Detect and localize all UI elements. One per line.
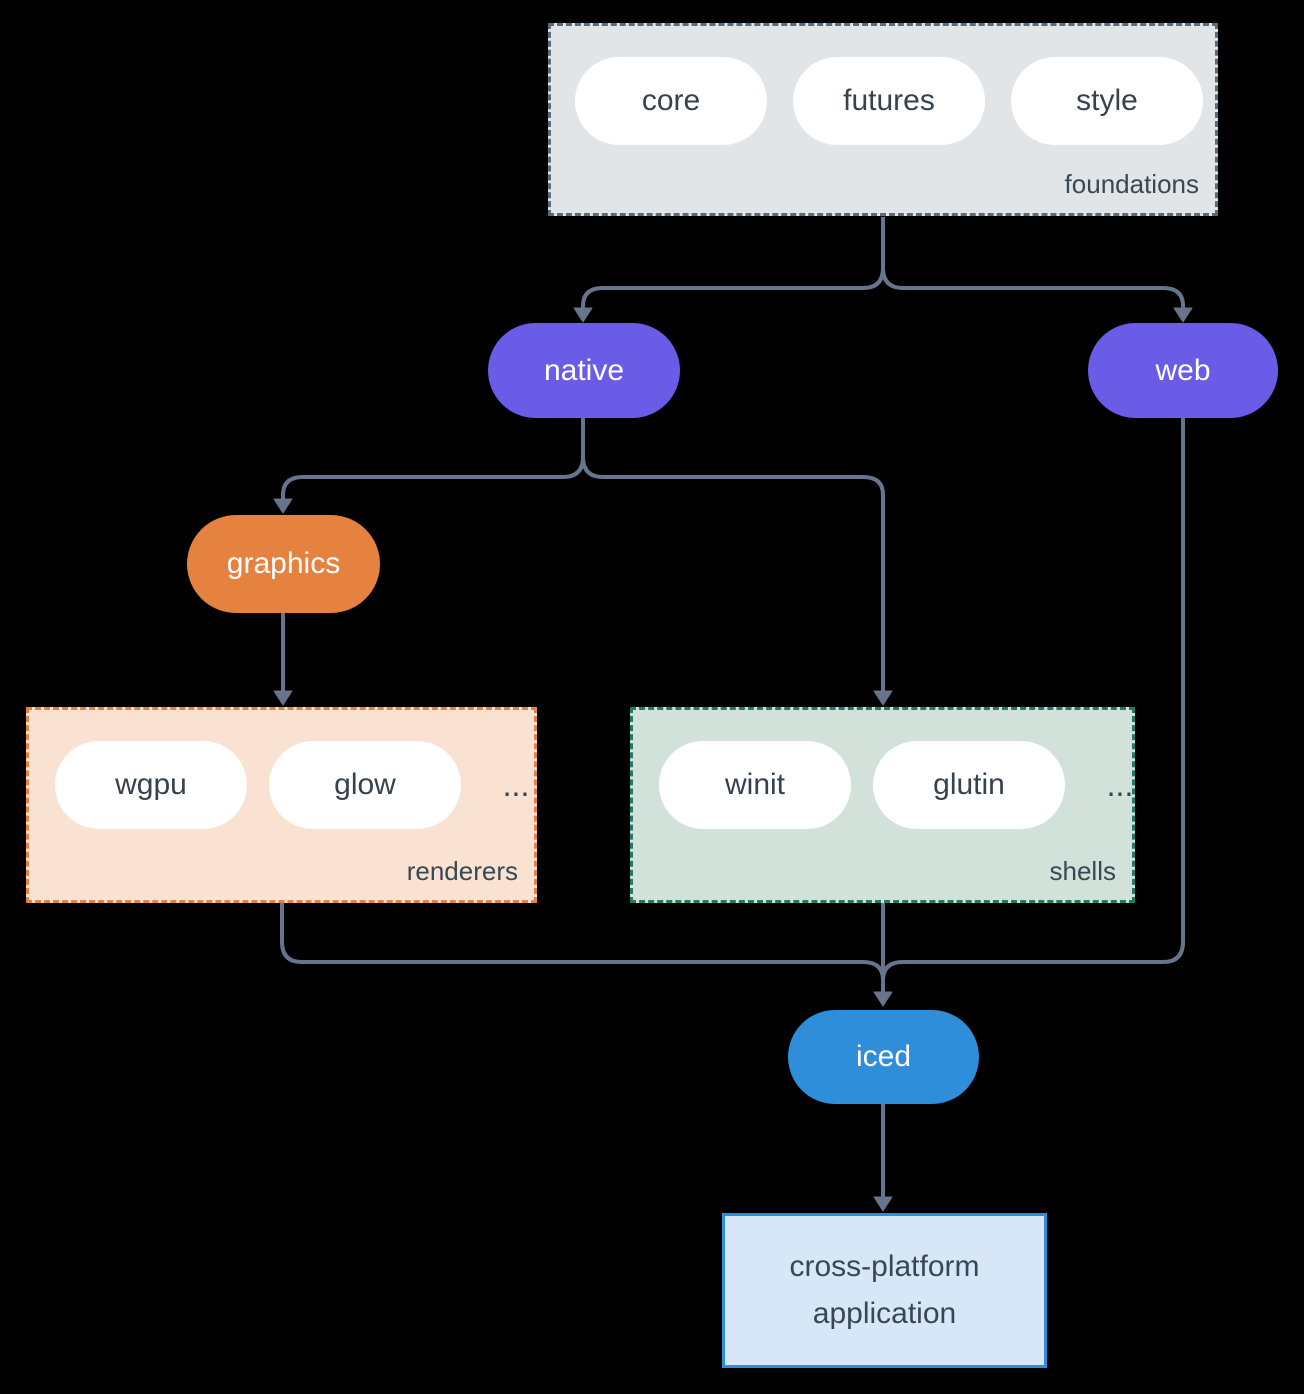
pill-style: style xyxy=(1011,57,1203,145)
renderers-pill-row: wgpu glow ... xyxy=(29,710,534,829)
arrowhead-web xyxy=(1173,307,1193,323)
node-web: web xyxy=(1088,323,1278,418)
pill-futures: futures xyxy=(793,57,985,145)
edge-native-graphics xyxy=(281,418,585,499)
group-label-foundations: foundations xyxy=(1064,169,1199,199)
arrowhead-application xyxy=(873,1196,893,1212)
edge-renderers-iced xyxy=(280,903,885,981)
group-shells: winit glutin ... shells xyxy=(630,707,1135,903)
arrowhead-graphics xyxy=(273,498,293,514)
edge-foundations-native xyxy=(581,217,885,308)
pill-wgpu: wgpu xyxy=(55,741,247,829)
arrowhead-iced xyxy=(873,991,893,1007)
pill-winit: winit xyxy=(659,741,851,829)
edge-native-shells xyxy=(581,418,885,691)
node-graphics: graphics xyxy=(187,515,380,613)
arrowhead-native xyxy=(573,307,593,323)
node-native: native xyxy=(488,323,680,418)
node-iced: iced xyxy=(788,1010,979,1104)
shells-ellipsis: ... xyxy=(1106,766,1134,803)
node-cross-platform-application: cross-platform application xyxy=(722,1213,1047,1368)
arrowhead-renderers xyxy=(273,690,293,706)
pill-glutin: glutin xyxy=(873,741,1065,829)
group-renderers: wgpu glow ... renderers xyxy=(26,707,537,903)
group-label-shells: shells xyxy=(1049,856,1116,886)
shells-pill-row: winit glutin ... xyxy=(633,710,1133,829)
pill-core: core xyxy=(575,57,767,145)
arrowhead-shells xyxy=(873,690,893,706)
renderers-ellipsis: ... xyxy=(502,766,530,803)
group-foundations: core futures style foundations xyxy=(548,23,1218,216)
pill-glow: glow xyxy=(269,741,461,829)
edge-foundations-web xyxy=(881,217,1185,308)
group-label-renderers: renderers xyxy=(406,856,518,886)
foundations-pill-row: core futures style xyxy=(551,26,1215,145)
